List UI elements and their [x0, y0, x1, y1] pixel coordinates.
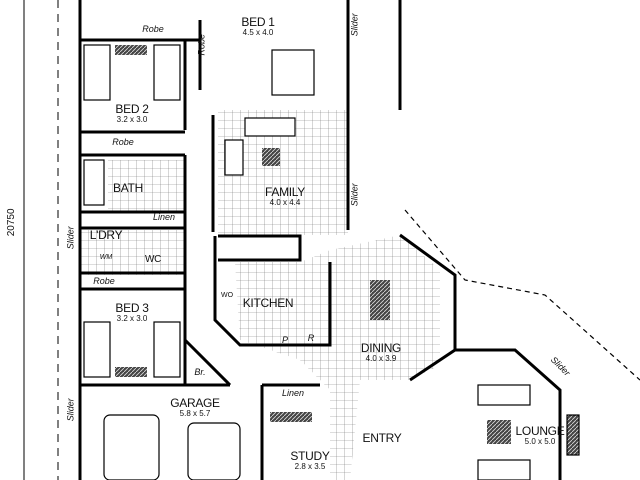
sofa-bottom [477, 459, 531, 480]
family-chair [224, 139, 244, 176]
fridge-label: R [307, 333, 315, 343]
laundry-tiles [80, 230, 184, 275]
robe-label: Robe [196, 33, 207, 56]
bed3-left-bed [83, 321, 111, 378]
bed2-right-bed [153, 44, 181, 101]
family-sofa [244, 117, 296, 137]
car-left [103, 414, 160, 480]
bed1-bed [271, 49, 315, 96]
wo-label: WO [220, 292, 234, 299]
wm-label: WM [99, 254, 113, 261]
bathtub [83, 159, 105, 206]
linen-label: Linen [152, 212, 176, 222]
robe-label: Robe [142, 24, 164, 34]
room-label-bath: BATH [113, 181, 143, 195]
room-label-wc: WC [144, 254, 162, 265]
slider-label: Slider [65, 398, 76, 422]
bed2-left-bed [83, 44, 111, 101]
pantry-label: P [281, 335, 288, 345]
overall-dimension: 20750 [5, 208, 17, 237]
car-right [187, 422, 241, 480]
fireplace [566, 414, 580, 456]
bath-tiles [108, 160, 184, 212]
broom-label: Br. [194, 367, 206, 377]
room-label-entry: ENTRY [362, 431, 402, 445]
dining-tiles [235, 235, 440, 480]
linen-label: Linen [281, 388, 305, 398]
slider-label: Slider [65, 226, 76, 250]
robe-label: Robe [93, 276, 115, 286]
sofa-top [477, 384, 531, 406]
slider-label: Slider [349, 183, 360, 207]
robe-label: Robe [112, 137, 134, 147]
pergola-outline [404, 209, 640, 381]
room-label-laundry: L'DRY [89, 228, 123, 242]
walls [78, 0, 562, 480]
bed3-right-bed [153, 321, 181, 378]
slider-label: Slider [349, 13, 360, 37]
room-label-kitchen: KITCHEN [242, 296, 294, 310]
